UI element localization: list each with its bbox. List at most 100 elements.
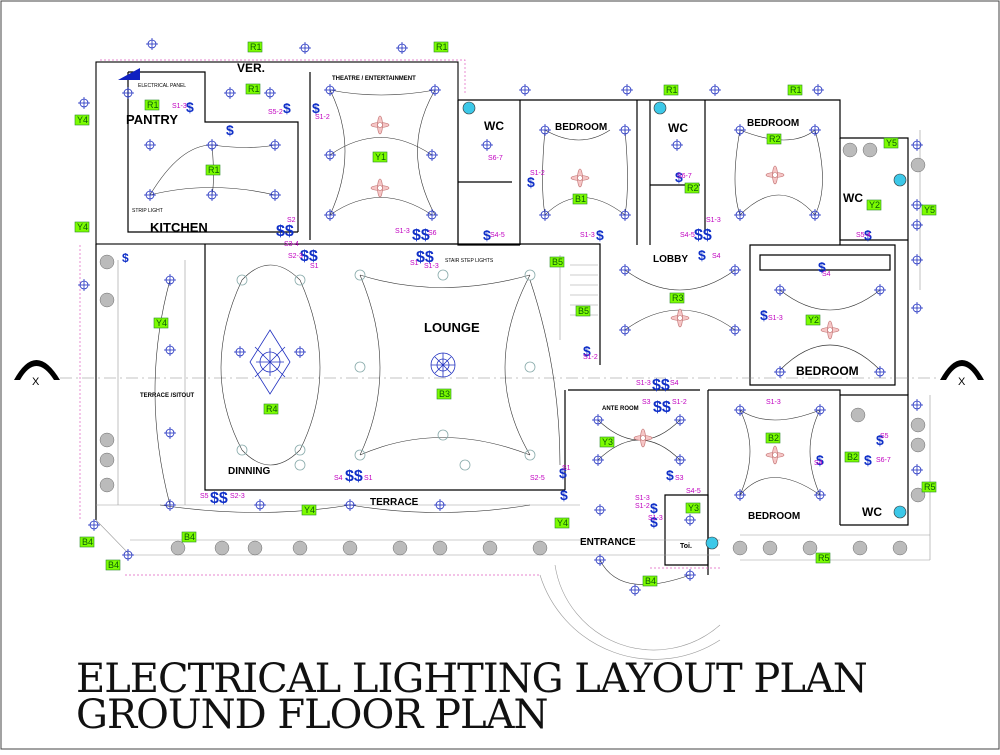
svg-text:S4: S4 <box>814 460 823 467</box>
svg-text:$$: $$ <box>345 468 363 485</box>
room-label-wc-2: WC <box>668 121 688 135</box>
svg-text:$: $ <box>583 343 591 359</box>
svg-text:S2-3: S2-3 <box>288 253 303 260</box>
circuit-tag: Y3 <box>599 436 615 448</box>
svg-text:S1-3: S1-3 <box>580 232 595 239</box>
room-label-toi: Toi. <box>680 543 692 550</box>
svg-text:$$: $$ <box>412 227 430 244</box>
svg-text:S1-2: S1-2 <box>530 170 545 177</box>
svg-text:S4-5: S4-5 <box>680 232 695 239</box>
room-label-bedroom-4: BEDROOM <box>748 511 800 522</box>
chandelier-icon <box>249 329 291 395</box>
circuit-tag: R2 <box>766 133 782 145</box>
circuit-tag: R5 <box>921 481 937 493</box>
svg-text:Y3: Y3 <box>602 437 613 447</box>
svg-text:B3: B3 <box>439 389 450 399</box>
circuit-tag: R1 <box>247 41 263 53</box>
svg-text:$$: $$ <box>653 399 671 416</box>
note-electrical-panel: ELECTRICAL PANEL <box>138 83 186 89</box>
svg-text:Y5: Y5 <box>924 205 935 215</box>
svg-text:S6-7: S6-7 <box>876 457 891 464</box>
svg-text:Y4: Y4 <box>304 505 315 515</box>
room-label-terrace: TERRACE <box>370 497 419 508</box>
room-label-wc-1: WC <box>484 119 504 133</box>
svg-text:S1-2: S1-2 <box>672 399 687 406</box>
svg-text:S1-3: S1-3 <box>424 263 439 270</box>
svg-text:$: $ <box>527 174 535 190</box>
svg-text:B5: B5 <box>578 306 589 316</box>
svg-text:$$: $$ <box>416 249 434 266</box>
svg-text:S1: S1 <box>410 260 419 267</box>
svg-text:S1-2: S1-2 <box>635 503 650 510</box>
svg-text:$: $ <box>560 487 568 503</box>
svg-text:$$: $$ <box>300 248 318 265</box>
svg-text:S1-3: S1-3 <box>706 217 721 224</box>
svg-text:S1-3: S1-3 <box>636 380 651 387</box>
svg-text:S1-3: S1-3 <box>172 103 187 110</box>
svg-text:S5-4: S5-4 <box>856 232 871 239</box>
svg-text:$: $ <box>122 251 129 265</box>
circuit-tag: B2 <box>844 451 860 463</box>
circuit-tag: R4 <box>263 403 279 415</box>
room-label-ver: VER. <box>237 61 265 75</box>
room-label-ante-room: ANTE ROOM <box>602 406 639 412</box>
svg-text:Y5: Y5 <box>886 138 897 148</box>
drawing-title: ELECTRICAL LIGHTING LAYOUT PLAN <box>76 656 867 702</box>
circuit-tag: R1 <box>433 41 449 53</box>
circuit-tag: B2 <box>765 432 781 444</box>
circuit-tag: B4 <box>642 575 658 587</box>
circuit-tag: B4 <box>181 531 197 543</box>
circuit-tag: Y3 <box>685 502 701 514</box>
svg-text:B2: B2 <box>768 433 779 443</box>
svg-text:$: $ <box>312 100 320 116</box>
svg-text:$: $ <box>483 227 491 243</box>
room-label-bedroom-1: BEDROOM <box>555 122 607 133</box>
svg-text:S1-3: S1-3 <box>768 315 783 322</box>
svg-text:S1: S1 <box>562 465 571 472</box>
svg-text:Y4: Y4 <box>557 518 568 528</box>
svg-text:$: $ <box>816 452 824 468</box>
circuit-tag: Y4 <box>301 504 317 516</box>
room-label-bedroom-2: BEDROOM <box>747 118 799 129</box>
room-label-wc-3: WC <box>843 191 863 205</box>
room-label-kitchen: KITCHEN <box>150 220 208 235</box>
svg-text:R1: R1 <box>248 84 260 94</box>
svg-text:B5: B5 <box>552 257 563 267</box>
svg-text:S1-3: S1-3 <box>635 495 650 502</box>
svg-text:S1-3: S1-3 <box>395 228 410 235</box>
section-label-right: X <box>958 376 966 388</box>
circuit-tag: B5 <box>575 305 591 317</box>
circuit-tag: R3 <box>669 292 685 304</box>
svg-text:R1: R1 <box>666 85 678 95</box>
svg-text:S6: S6 <box>428 230 437 237</box>
svg-text:S4: S4 <box>670 380 679 387</box>
section-line-x: X X <box>14 360 984 388</box>
svg-text:Y3: Y3 <box>688 503 699 513</box>
room-label-pantry: PANTRY <box>126 112 178 127</box>
svg-text:R1: R1 <box>147 100 159 110</box>
svg-text:$: $ <box>559 465 567 481</box>
circuit-tag: B4 <box>79 536 95 548</box>
svg-text:B4: B4 <box>108 560 119 570</box>
svg-text:$: $ <box>760 307 768 323</box>
svg-text:$: $ <box>864 452 872 468</box>
switch-boards: $ $ $ $ $$ $$ $$ $$ $ $ $ $ $$ $ $ $ $ $… <box>122 99 884 530</box>
light-fixtures <box>78 38 923 596</box>
lounge-ring-lights <box>236 269 536 471</box>
note-stair-step-lights: STAIR STEP LIGHTS <box>445 258 494 264</box>
svg-text:$: $ <box>698 247 706 263</box>
svg-text:$: $ <box>226 122 234 138</box>
circuit-tag: Y5 <box>921 204 937 216</box>
room-label-wc-4: WC <box>862 505 882 519</box>
svg-text:Y4: Y4 <box>77 115 88 125</box>
circuit-tag: Y4 <box>74 114 90 126</box>
svg-text:S1-3: S1-3 <box>766 399 781 406</box>
svg-text:B2: B2 <box>847 452 858 462</box>
svg-text:R2: R2 <box>769 134 781 144</box>
svg-text:$$: $$ <box>210 490 228 507</box>
svg-text:Y2: Y2 <box>808 315 819 325</box>
svg-text:S2-3: S2-3 <box>230 493 245 500</box>
room-label-lobby: LOBBY <box>653 254 688 265</box>
circuit-tag: Y4 <box>554 517 570 529</box>
svg-text:R3: R3 <box>672 293 684 303</box>
